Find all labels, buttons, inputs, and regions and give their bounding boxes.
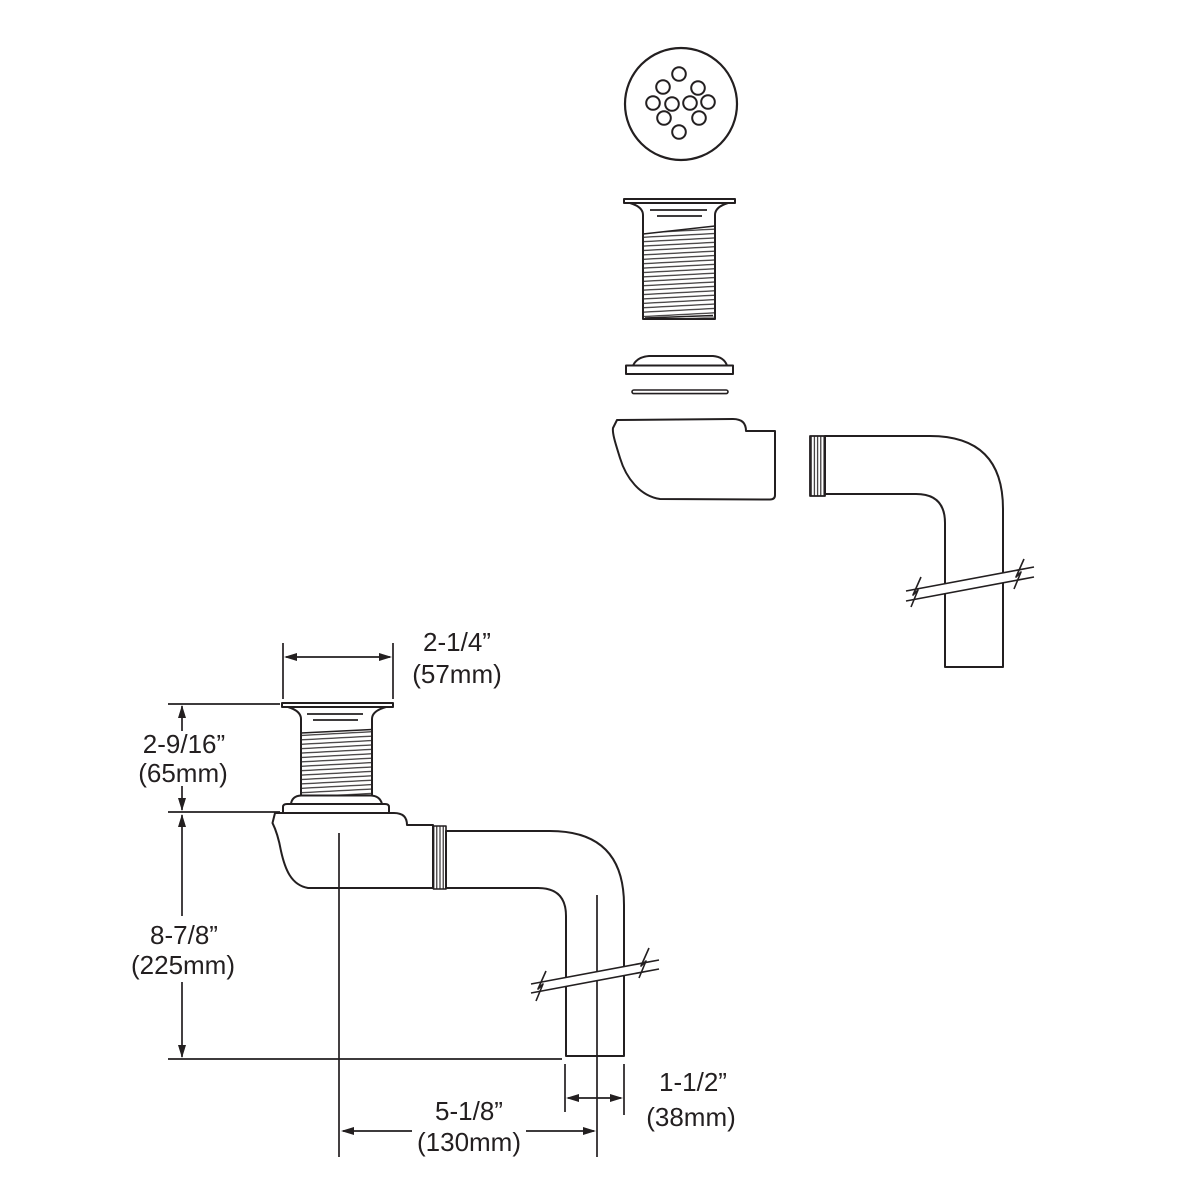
dim-outlet-offset: 5-1/8” (130mm) xyxy=(341,1096,596,1157)
strainer-holes xyxy=(645,66,716,140)
gasket xyxy=(625,355,734,375)
nipple-threads xyxy=(432,825,447,890)
dim-outlet-offset-metric: (130mm) xyxy=(417,1127,521,1157)
friction-washer xyxy=(631,389,729,395)
pipe-break-symbol xyxy=(905,558,1035,608)
outlet-pipe-exploded xyxy=(809,435,1035,668)
dim-tailpiece-height-metric: (65mm) xyxy=(138,758,228,788)
dim-flange-width-imperial: 2-1/4” xyxy=(423,627,491,657)
elbow-body-assembled xyxy=(271,812,434,889)
dim-overall-depth-imperial: 8-7/8” xyxy=(150,920,218,950)
exploded-view xyxy=(611,46,1035,668)
slip-collars xyxy=(282,794,390,814)
dim-outlet-offset-imperial: 5-1/8” xyxy=(435,1096,503,1126)
centerlines xyxy=(338,833,598,1157)
dim-tailpiece-height-imperial: 2-9/16” xyxy=(143,729,225,759)
elbow-body-exploded xyxy=(611,418,776,501)
dim-flange-width-metric: (57mm) xyxy=(412,659,502,689)
strainer-grid xyxy=(623,46,739,162)
dim-pipe-diameter-imperial: 1-1/2” xyxy=(659,1067,727,1097)
pipe-break-symbol-assembled xyxy=(530,947,660,1002)
dim-overall-depth: 8-7/8” (225mm) xyxy=(131,814,562,1060)
dim-pipe-diameter: 1-1/2” (38mm) xyxy=(564,1064,736,1132)
dim-pipe-diameter-metric: (38mm) xyxy=(646,1102,736,1132)
dimensions: 2-1/4” (57mm) 2-9/16” (65mm) 8-7/8” (225… xyxy=(131,627,736,1157)
dim-tailpiece-height: 2-9/16” (65mm) xyxy=(138,703,280,813)
tailpiece-exploded xyxy=(623,198,736,320)
tailpiece-assembled xyxy=(281,702,394,797)
dim-flange-width: 2-1/4” (57mm) xyxy=(282,627,502,699)
assembled-view xyxy=(271,702,660,1157)
outlet-pipe-assembled xyxy=(445,830,625,1057)
dim-overall-depth-metric: (225mm) xyxy=(131,950,235,980)
